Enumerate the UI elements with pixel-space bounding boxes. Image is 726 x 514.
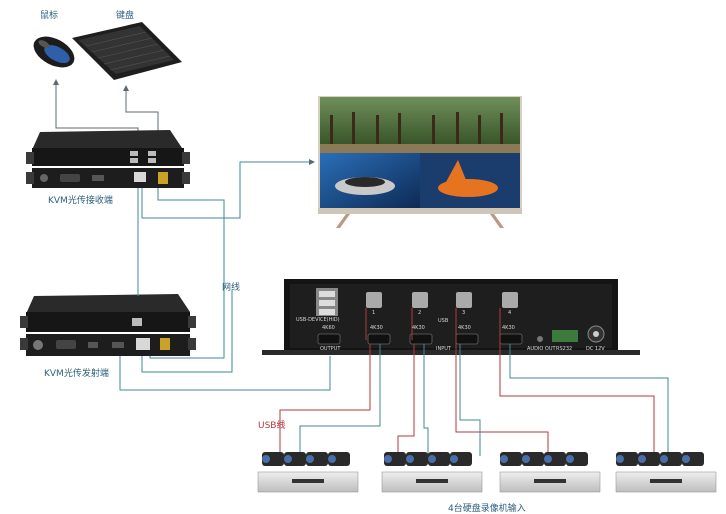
transmitter-label: KVM光传发射端 (44, 369, 109, 379)
dvr-group-3 (499, 452, 601, 493)
input-label: INPUT (436, 346, 451, 352)
output-res-label: 4K60 (322, 325, 335, 331)
port-1-number: 1 (372, 310, 376, 316)
dvr-group-1 (257, 452, 359, 493)
dvr-cables (279, 308, 669, 456)
rs232-label: RS232 (556, 346, 573, 352)
port-4-number: 4 (508, 310, 512, 316)
tv-monitor (318, 96, 522, 228)
audio-out-label: AUDIO OUT (527, 346, 556, 352)
usb-label: USB (438, 318, 449, 324)
port-2-number: 2 (418, 310, 422, 316)
network-cable (149, 188, 225, 359)
dvr-group-4 (615, 452, 717, 493)
port-4-res: 4K30 (502, 325, 515, 331)
port-2-res: 4K30 (412, 325, 425, 331)
network-label: 网线 (222, 283, 241, 293)
mouse-icon (33, 36, 75, 68)
port-3-number: 3 (462, 310, 466, 316)
dvr-group-2 (381, 452, 483, 493)
dvr-input-label: 4台硬盘录像机输入 (448, 504, 526, 514)
keyboard-arrow (123, 85, 159, 143)
kvm-transmitter-device (20, 294, 196, 356)
dc-label: DC 12V (586, 346, 605, 352)
mouse-label: 鼠标 (40, 11, 59, 21)
usb-device-label: USB-DEVICE(HID) (296, 317, 340, 323)
output-label: OUTPUT (320, 346, 341, 352)
quad-splitter-device (262, 279, 640, 355)
receiver-label: KVM光传接收端 (48, 196, 113, 206)
transmitter-hdmi-line (119, 356, 331, 391)
hdmi-to-tv-line (141, 159, 315, 219)
port-3-res: 4K30 (458, 325, 471, 331)
keyboard-icon (72, 22, 182, 80)
port-1-res: 4K30 (370, 325, 383, 331)
kvm-receiver-device (26, 130, 190, 188)
usb-cable-label: USB线 (258, 421, 286, 431)
keyboard-label: 键盘 (116, 11, 135, 21)
transmitter-usb-line (141, 290, 233, 373)
